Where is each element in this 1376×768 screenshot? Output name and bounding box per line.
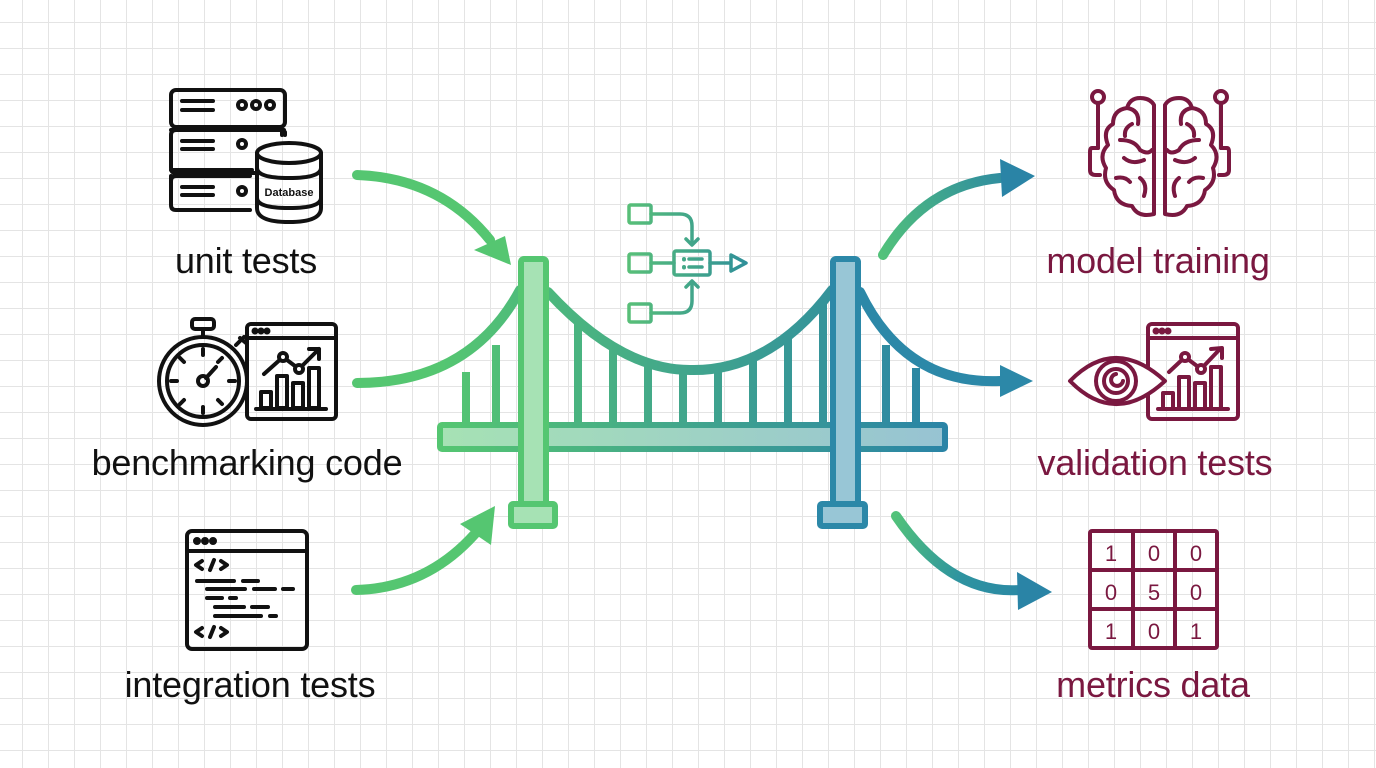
stopwatch-chart-icon: [157, 317, 338, 427]
matrix-values: 1 0 0 0 5 0 1 0 1: [1105, 541, 1202, 644]
matrix-cell: 0: [1190, 580, 1202, 605]
matrix-cell: 0: [1148, 619, 1160, 644]
brain-circuit-icon: [1088, 89, 1231, 217]
matrix-grid-icon: [1088, 529, 1219, 650]
database-icon-text: Database: [265, 187, 314, 199]
label-unit-tests: unit tests: [174, 240, 318, 281]
eye-chart-icon: [1068, 322, 1240, 421]
arrow-model-training: [878, 159, 1035, 260]
matrix-cell: 0: [1105, 580, 1117, 605]
workflow-merge-icon: [627, 203, 748, 324]
label-validation-tests: validation tests: [1037, 442, 1273, 483]
matrix-cell: 5: [1148, 580, 1160, 605]
matrix-cell: 0: [1190, 541, 1202, 566]
matrix-cell: 1: [1105, 541, 1117, 566]
arrow-integration-tests: [351, 506, 495, 595]
server-database-icon: [169, 88, 323, 224]
label-integration-tests: integration tests: [124, 664, 376, 705]
suspension-bridge-icon: [352, 256, 1033, 529]
label-model-training: model training: [1046, 240, 1270, 281]
arrow-unit-tests: [352, 170, 511, 265]
label-benchmarking-code: benchmarking code: [91, 442, 403, 483]
arrow-metrics-data: [891, 511, 1052, 610]
label-metrics-data: metrics data: [1056, 664, 1250, 705]
code-window-icon: [185, 529, 309, 651]
matrix-cell: 0: [1148, 541, 1160, 566]
matrix-cell: 1: [1105, 619, 1117, 644]
matrix-cell: 1: [1190, 619, 1202, 644]
